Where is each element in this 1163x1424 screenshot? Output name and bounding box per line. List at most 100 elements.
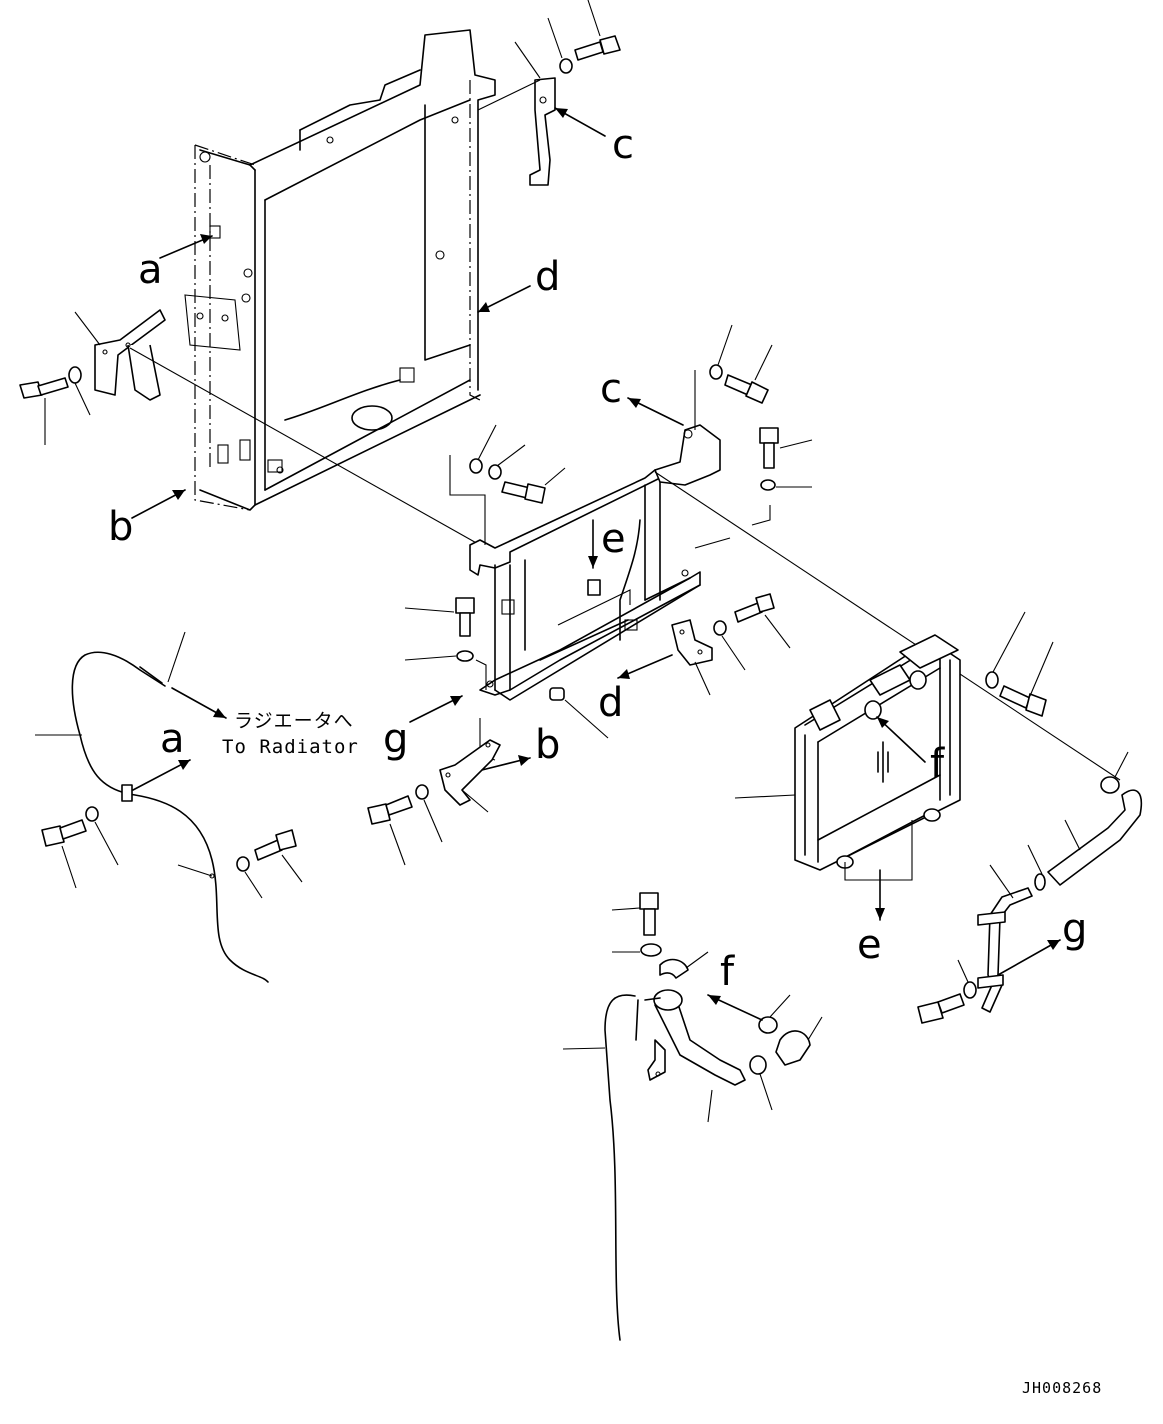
callout-a-hose: a: [160, 716, 185, 762]
leader-bolt-hr: [281, 854, 303, 883]
arrow-b-shroud: [481, 755, 531, 771]
arrow-d-frame: [477, 285, 531, 313]
bolt-hose-left: [41, 819, 87, 847]
note-to-radiator-en: To Radiator: [222, 736, 359, 758]
callout-g-shroud: g: [383, 716, 408, 762]
note-to-radiator-jp: ラジエータへ: [234, 710, 354, 732]
alignment-line-3: [654, 471, 1121, 781]
upper-hose: [1047, 789, 1142, 886]
arrow-f-radiator: [876, 716, 926, 763]
callout-a-frame: a: [138, 247, 163, 293]
leader-bolt-d: [764, 614, 791, 649]
leader-tank: [707, 1089, 713, 1123]
bolt-vertical-right: [759, 427, 779, 469]
callout-b-frame: b: [108, 504, 133, 550]
callout-d-frame: d: [535, 254, 560, 300]
arrow-e-radiator: [875, 869, 885, 921]
fan-shroud-frame: [469, 424, 721, 701]
leader-bolt-hl: [61, 845, 77, 889]
lower-bracket: [439, 739, 501, 806]
callout-c-shroud: c: [600, 366, 622, 412]
leader-washer-g: [957, 959, 969, 983]
bolt-d-right: [734, 593, 775, 623]
callout-g-pipe: g: [1062, 906, 1087, 952]
arrow-b-frame: [131, 489, 186, 519]
leader-bolt-top: [587, 0, 601, 37]
arrow-to-radiator: [171, 687, 227, 719]
bolt-g-pipe: [917, 993, 965, 1024]
washer-g-pipe: [963, 981, 977, 999]
radiator-support-frame: [184, 29, 496, 511]
leader-hose-end: [167, 631, 186, 683]
leader-clamp-l2: [759, 1073, 773, 1111]
clamp-lower-1: [758, 1016, 778, 1034]
callout-f-tank: f: [720, 949, 735, 995]
leader-bolt-lower: [389, 823, 406, 866]
alignment-line-2: [477, 79, 541, 111]
callout-e-radiator: e: [857, 922, 882, 968]
washer-lower: [415, 784, 429, 800]
bolt-left: [19, 377, 69, 399]
callout-e-shroud: e: [601, 516, 626, 562]
washer-vertical-left: [456, 650, 474, 662]
bracket-line-1: [449, 455, 486, 545]
washer-left: [68, 366, 82, 384]
leader-washer-vl: [404, 655, 457, 661]
clamp-lower-2: [749, 1055, 767, 1075]
radiator: [794, 634, 961, 871]
overflow-hose: [71, 651, 269, 983]
leader-overflow-tube: [562, 1047, 606, 1050]
leader-clamp-tank: [685, 951, 709, 969]
alignment-line-1: [129, 347, 481, 546]
clamp-tank-top: [659, 958, 689, 979]
arrow-c-top: [554, 107, 606, 137]
bracket-line-5: [557, 589, 631, 626]
leader-bracket-top: [514, 41, 541, 79]
arrow-d-shroud: [617, 654, 673, 679]
washer-vertical-right: [760, 479, 776, 491]
arrow-a-frame: [159, 234, 213, 259]
leader-upper-hose: [1064, 819, 1081, 851]
washer-c-right: [709, 364, 723, 380]
bracket-line-3: [751, 505, 771, 526]
bolt-top: [574, 35, 621, 61]
leader-washer-c: [717, 324, 733, 366]
leader-bracket-left: [74, 311, 101, 346]
leader-washer-s2: [496, 444, 526, 467]
arrow-f-tank: [707, 994, 763, 1021]
bolt-lower: [367, 795, 413, 825]
callout-c-top: c: [612, 122, 634, 168]
drawing-number: JH008268: [1022, 1379, 1102, 1397]
washer-shroud-1: [469, 458, 483, 474]
leader-lower-bracket: [461, 789, 489, 813]
leader-clamp-l1: [769, 994, 791, 1018]
arrow-g-pipe: [997, 939, 1061, 976]
leader-washer-d: [721, 635, 746, 671]
callout-b-shroud: b: [535, 722, 560, 768]
leader-bracket-d: [694, 661, 711, 696]
washer-radiator: [985, 671, 999, 689]
washer-top: [559, 58, 573, 74]
top-bracket-c: [529, 77, 556, 186]
leader-hose-clip: [177, 864, 213, 877]
bracket-radiator-e: [844, 820, 913, 881]
leader-shroud-bottom: [564, 699, 609, 739]
leader-bolt-tank: [611, 907, 641, 911]
overflow-tube: [604, 994, 639, 1341]
washer-tank: [640, 943, 662, 957]
leader-lower-hose: [807, 1016, 823, 1041]
g-pipe: [977, 887, 1033, 1013]
leader-washer-s1: [477, 424, 497, 461]
leader-bolt-vr: [779, 439, 813, 449]
washer-d-right: [713, 620, 727, 636]
reserve-tank: [644, 989, 746, 1086]
leader-g-pipe: [989, 864, 1014, 899]
hose-clamp: [121, 784, 133, 802]
washer-hose-left: [85, 806, 99, 822]
leader-washer-rad: [992, 611, 1026, 673]
leader-bolt-c: [754, 344, 773, 381]
clamp-upper-hose: [1100, 776, 1120, 794]
leader-washer-hl: [94, 821, 119, 866]
leader-clamp-mid: [1027, 844, 1043, 875]
